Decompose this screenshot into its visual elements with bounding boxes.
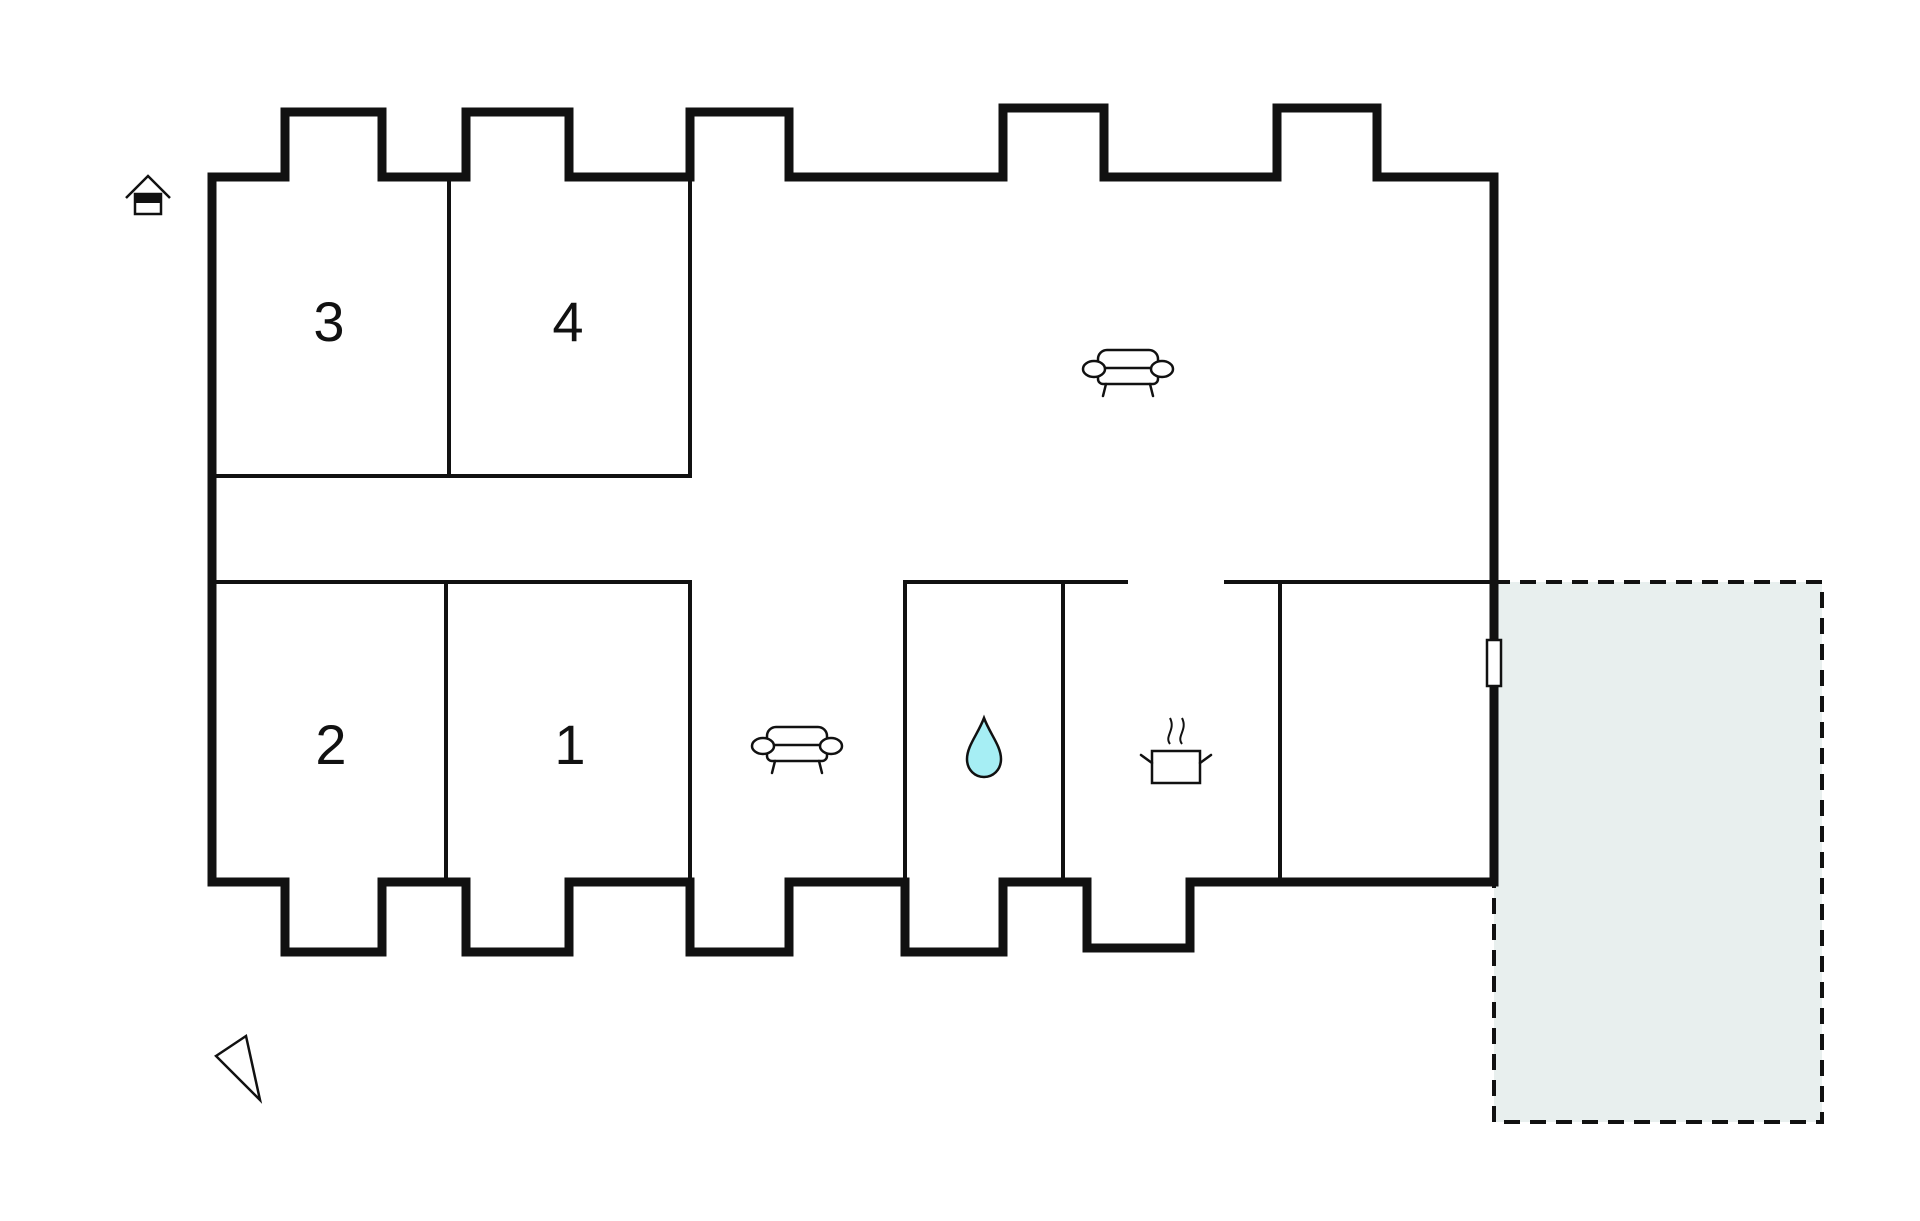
cooking-pot-icon: [1139, 717, 1213, 785]
room-number-2: 2: [315, 713, 346, 776]
room-number-4: 4: [552, 290, 583, 353]
sofa-icon: [1081, 348, 1175, 398]
outer-walls: [207, 103, 1499, 957]
room-number-1: 1: [554, 713, 585, 776]
house-entrance-icon: [125, 174, 171, 216]
interior-walls: [210, 175, 1496, 884]
room-number-3: 3: [313, 290, 344, 353]
sofa-icon: [750, 725, 844, 775]
water-drop-icon: [965, 714, 1003, 779]
window-marker: [1485, 638, 1503, 688]
terrace-area: [1492, 580, 1824, 1124]
north-arrow-icon: [214, 1033, 263, 1104]
